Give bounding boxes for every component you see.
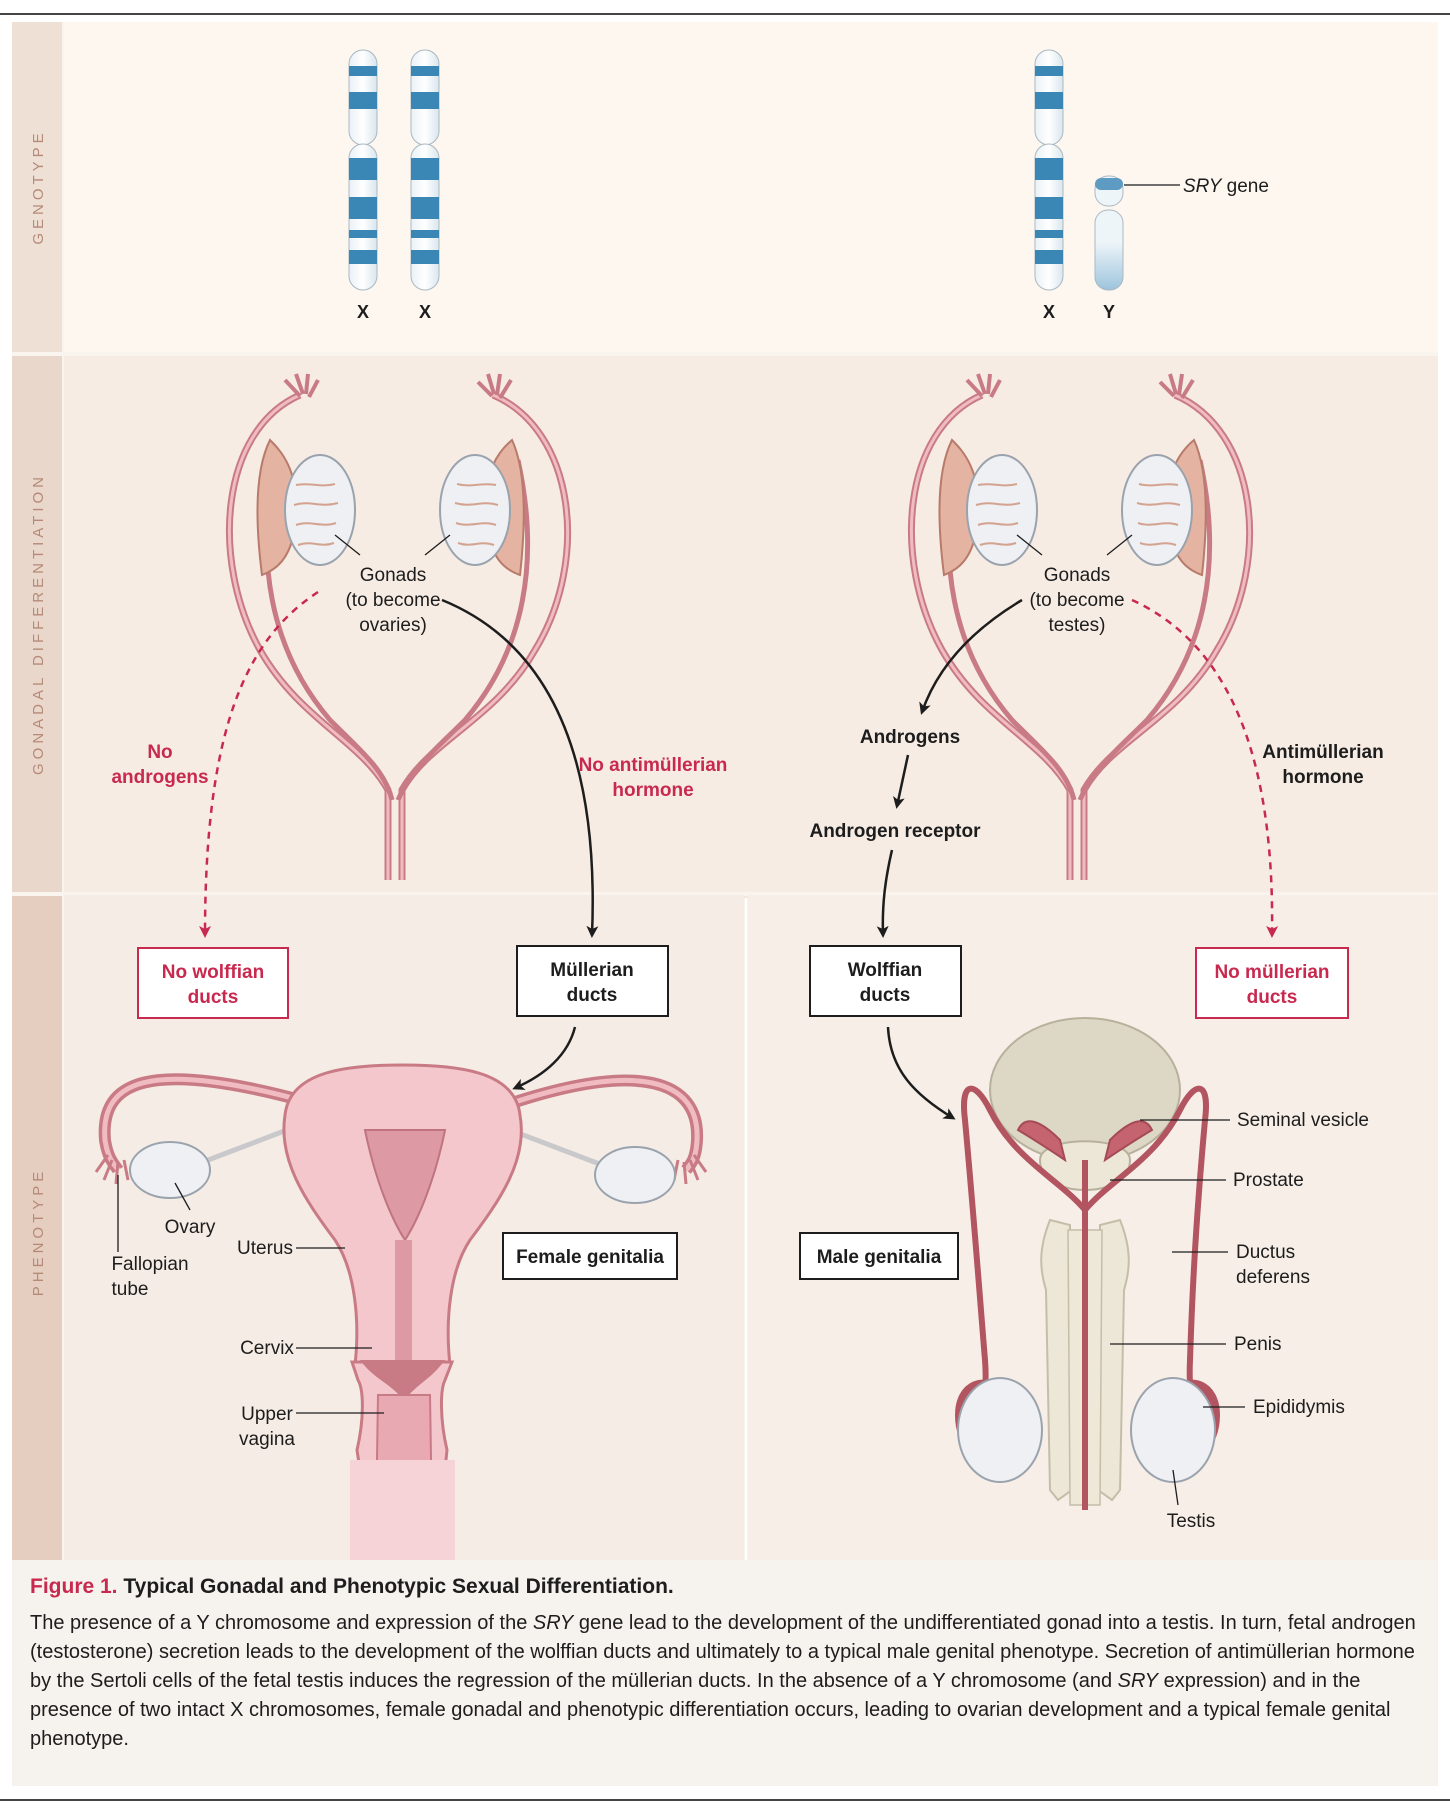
penis-label: Penis bbox=[1234, 1334, 1282, 1355]
ductus-deferens-label-2: deferens bbox=[1236, 1267, 1310, 1288]
figure-caption: Figure 1. Typical Gonadal and Phenotypic… bbox=[30, 1575, 1425, 1754]
caption-text-3: expression) and in the presence of two i… bbox=[30, 1670, 1391, 1750]
male-urogenital-ridge bbox=[907, 373, 1253, 880]
uterus-label: Uterus bbox=[237, 1238, 293, 1259]
wolffian-arrow bbox=[876, 849, 894, 938]
male-genitalia-box: Male genitalia bbox=[799, 1232, 959, 1280]
no-androgens-label-1: No bbox=[147, 742, 172, 763]
caption-text-2: gene lead to the development of the undi… bbox=[30, 1612, 1416, 1692]
female-gonads-label-2: (to become bbox=[345, 590, 440, 611]
no-amh-label-1: No antimüllerian bbox=[579, 755, 728, 776]
genotype-label: GENOTYPE bbox=[30, 129, 47, 244]
cervix-label: Cervix bbox=[240, 1338, 294, 1359]
fallopian-label-2: tube bbox=[112, 1279, 149, 1300]
svg-text:Müllerian: Müllerian bbox=[550, 960, 633, 981]
androgens-arrow bbox=[919, 598, 1023, 715]
gonadal-panel bbox=[64, 356, 1438, 892]
x-chromosome-male bbox=[1034, 49, 1064, 291]
androgen-receptor-label: Androgen receptor bbox=[809, 821, 981, 842]
svg-text:No wolffian: No wolffian bbox=[162, 962, 264, 983]
female-gonads-label-1: Gonads bbox=[360, 565, 427, 586]
male-gonad-leader-right bbox=[1106, 534, 1133, 556]
male-chromosome-1-label: X bbox=[1043, 302, 1055, 322]
testis-label: Testis bbox=[1167, 1511, 1216, 1532]
no-androgens-arrow bbox=[199, 590, 319, 938]
female-genitalia-box: Female genitalia bbox=[502, 1232, 678, 1280]
testis-leader bbox=[1172, 1469, 1179, 1506]
wolffian-to-male-arrow bbox=[886, 1026, 956, 1120]
svg-text:ducts: ducts bbox=[188, 987, 239, 1008]
wolffian-ducts-box: Wolffian ducts bbox=[809, 945, 962, 1017]
upper-vagina-label-2: vagina bbox=[239, 1429, 295, 1450]
svg-text:ducts: ducts bbox=[567, 985, 618, 1006]
female-gonads-label-3: ovaries) bbox=[359, 615, 427, 636]
gonadal-sidebar bbox=[12, 356, 62, 892]
caption-figure-number: Figure 1. bbox=[30, 1575, 118, 1598]
no-amh-label-2: hormone bbox=[612, 780, 693, 801]
svg-text:No müllerian: No müllerian bbox=[1214, 962, 1329, 983]
mullerian-arrow bbox=[441, 598, 599, 938]
ovary-label: Ovary bbox=[165, 1217, 216, 1238]
amh-label-2: hormone bbox=[1282, 767, 1363, 788]
male-chromosome-2-label: Y bbox=[1103, 302, 1115, 322]
ovary-leader bbox=[174, 1182, 191, 1211]
female-gonad-leader-right bbox=[424, 534, 451, 556]
svg-text:Male genitalia: Male genitalia bbox=[817, 1247, 942, 1268]
no-mullerian-ducts-box: No müllerian ducts bbox=[1195, 947, 1349, 1019]
male-gonads-label-1: Gonads bbox=[1044, 565, 1111, 586]
svg-text:ducts: ducts bbox=[860, 985, 911, 1006]
female-gonad-leader-left bbox=[334, 534, 361, 556]
caption-sry-1: SRY bbox=[532, 1612, 574, 1634]
caption-title-text: Typical Gonadal and Phenotypic Sexual Di… bbox=[117, 1575, 674, 1598]
upper-vagina-label-1: Upper bbox=[241, 1404, 293, 1425]
x-chromosome-female-2 bbox=[410, 49, 440, 291]
no-wolffian-ducts-box: No wolffian ducts bbox=[137, 947, 289, 1019]
female-chromosome-1-label: X bbox=[357, 302, 369, 322]
epididymis-label: Epididymis bbox=[1253, 1397, 1345, 1418]
ductus-deferens-label-1: Ductus bbox=[1236, 1242, 1295, 1263]
svg-text:ducts: ducts bbox=[1247, 987, 1298, 1008]
y-chromosome bbox=[1094, 175, 1124, 291]
svg-text:Wolffian: Wolffian bbox=[848, 960, 923, 981]
male-gonad-leader-left bbox=[1016, 534, 1043, 556]
no-androgens-label-2: androgens bbox=[111, 767, 208, 788]
gonadal-differentiation-label: GONADAL DIFFERENTIATION bbox=[30, 473, 47, 775]
male-genitalia-illustration bbox=[954, 1017, 1221, 1510]
svg-text:Female genitalia: Female genitalia bbox=[516, 1247, 664, 1268]
x-chromosome-female-1 bbox=[348, 49, 378, 291]
caption-text-1: The presence of a Y chromosome and expre… bbox=[30, 1612, 533, 1634]
amh-arrow bbox=[1131, 598, 1279, 938]
genotype-sidebar bbox=[12, 22, 62, 352]
phenotype-sidebar bbox=[12, 896, 62, 1560]
caption-body: The presence of a Y chromosome and expre… bbox=[30, 1609, 1425, 1754]
sry-gene-label: SRY gene bbox=[1183, 176, 1269, 197]
androgen-receptor-arrow bbox=[893, 754, 910, 809]
mullerian-ducts-box: Müllerian ducts bbox=[516, 945, 669, 1017]
seminal-vesicle-label: Seminal vesicle bbox=[1237, 1110, 1369, 1131]
caption-sry-2: SRY bbox=[1117, 1670, 1159, 1692]
male-gonads-label-2: (to become bbox=[1029, 590, 1124, 611]
caption-panel bbox=[12, 1560, 1438, 1786]
phenotype-label: PHENOTYPE bbox=[30, 1168, 47, 1297]
caption-title: Figure 1. Typical Gonadal and Phenotypic… bbox=[30, 1575, 1425, 1599]
genotype-panel bbox=[64, 22, 1438, 352]
male-gonads-label-3: testes) bbox=[1048, 615, 1105, 636]
amh-label-1: Antimüllerian bbox=[1262, 742, 1383, 763]
mullerian-to-uterus-arrow bbox=[512, 1026, 577, 1090]
prostate-label: Prostate bbox=[1233, 1170, 1304, 1191]
female-genitalia-illustration bbox=[94, 1063, 708, 1560]
fallopian-label-1: Fallopian bbox=[111, 1254, 188, 1275]
androgens-label: Androgens bbox=[860, 727, 960, 748]
female-chromosome-2-label: X bbox=[419, 302, 431, 322]
